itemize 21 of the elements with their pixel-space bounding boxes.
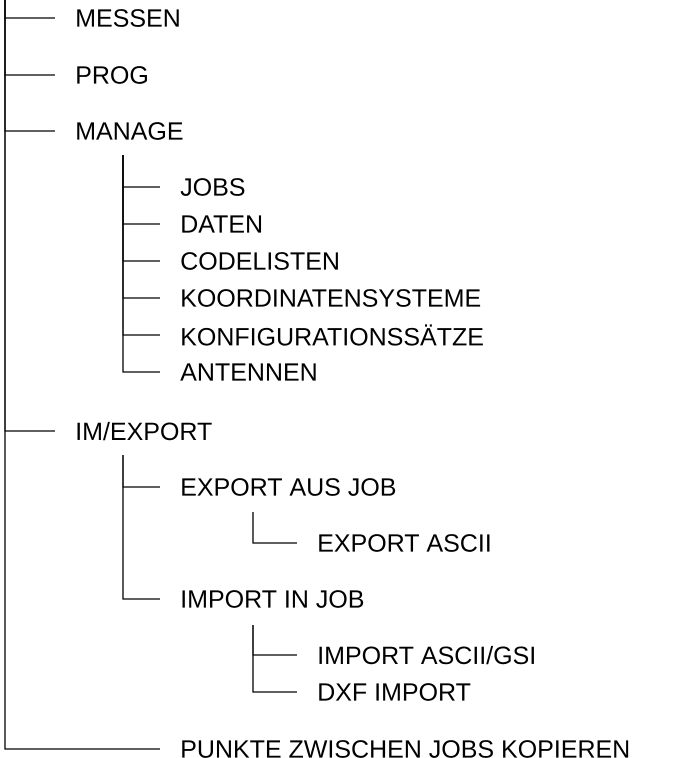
menu-item: PUNKTE ZWISCHEN JOBS KOPIEREN [182, 740, 628, 758]
menu-item: PROG [77, 66, 147, 84]
menu-item: IMPORT IN JOB [182, 590, 364, 608]
menu-item: KONFIGURATIONSSÄTZE [182, 324, 483, 346]
menu-item: MESSEN [77, 9, 179, 27]
menu-item: DATEN [182, 215, 262, 233]
tree-line [122, 155, 160, 373]
tree-line [252, 625, 297, 693]
menu-item: IMPORT ASCII/GSI [320, 646, 534, 664]
menu-item: MANAGE [77, 122, 182, 140]
menu-item: EXPORT AUS JOB [182, 478, 396, 496]
menu-item: JOBS [180, 178, 244, 196]
tree-line [252, 512, 297, 544]
menu-item: IM/EXPORT [78, 422, 212, 440]
tree-line [4, 0, 160, 750]
menu-item: CODELISTEN [181, 252, 338, 270]
menu-item: DXF IMPORT [319, 683, 470, 701]
tree-line [122, 455, 160, 600]
menu-item: EXPORT ASCII [319, 534, 490, 552]
menu-item: KOORDINATENSYSTEME [182, 289, 480, 307]
menu-item: ANTENNEN [180, 363, 316, 381]
